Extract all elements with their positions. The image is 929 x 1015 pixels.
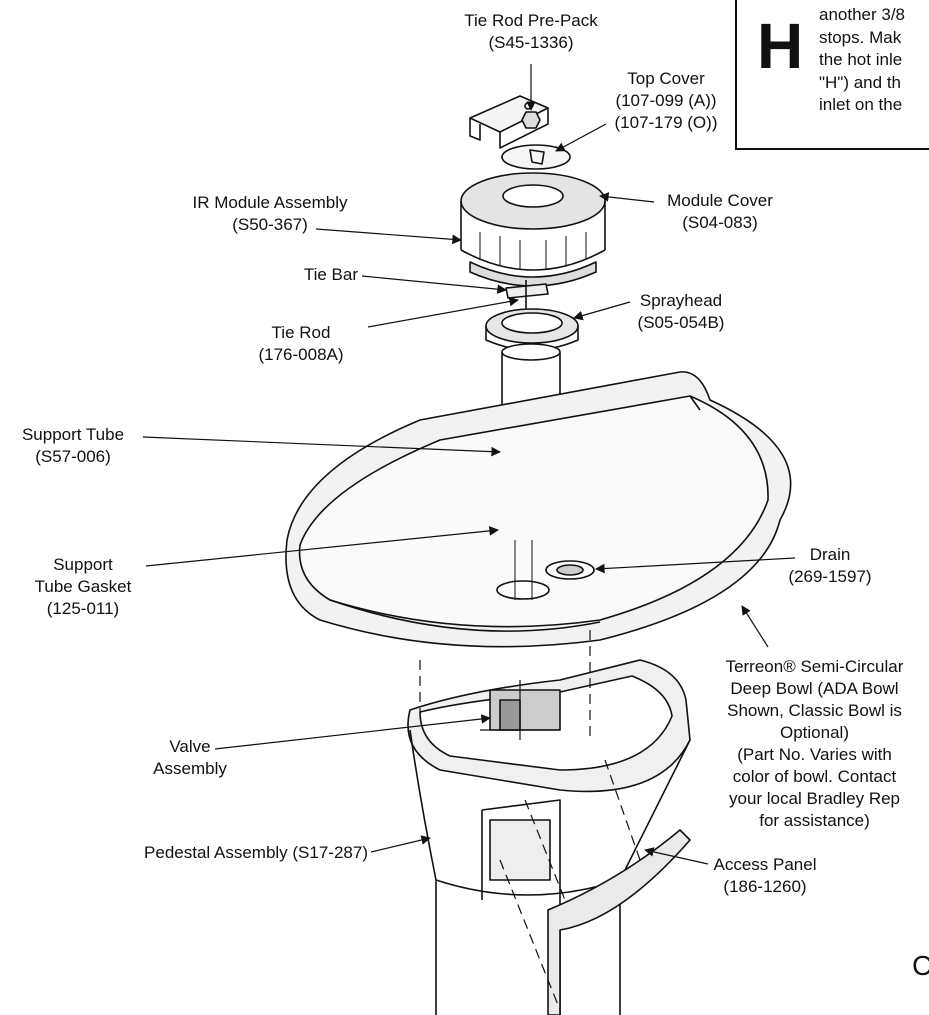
valve-assembly-part: [480, 680, 561, 740]
label-tie-rod-prepack: Tie Rod Pre-Pack(S45-1336): [464, 11, 598, 52]
note-line: "H") and th: [819, 72, 901, 92]
note-line: another 3/8: [819, 5, 906, 24]
label-support-tube: Support Tube(S57-006): [21, 425, 125, 466]
note-box: H another 3/8 stops. Mak the hot inle "H…: [735, 0, 929, 150]
label-sprayhead: Sprayhead(S05-054B): [637, 291, 725, 332]
tie-bar-part: [505, 280, 549, 330]
label-access-panel: Access Panel(186-1260): [713, 855, 817, 896]
label-top-cover: Top Cover(107-099 (A))(107-179 (O)): [614, 69, 718, 132]
note-line: the hot inle: [819, 50, 903, 69]
label-tie-rod: Tie Rod(176-008A): [258, 323, 344, 364]
semi-circular-bowl-part: [285, 371, 792, 648]
note-text: another 3/8 stops. Mak the hot inle "H")…: [819, 4, 905, 117]
label-ir-module-assembly: IR Module Assembly(S50-367): [192, 193, 348, 234]
tie-rod-prepack-part: [521, 111, 541, 129]
leader-lines: [142, 64, 796, 865]
ir-module-part: [460, 232, 606, 287]
cropped-edge-glyph: C: [912, 950, 929, 981]
pedestal-part: [409, 729, 691, 1015]
note-line: inlet on the: [819, 95, 903, 114]
label-tie-bar: Tie Bar: [303, 265, 358, 284]
sprayhead-part: [485, 308, 579, 351]
drain-part: [545, 560, 595, 580]
module-cover-part: [460, 172, 606, 250]
note-line: stops. Mak: [819, 27, 902, 47]
access-panel-part: [547, 829, 691, 1015]
note-letter: H: [757, 10, 804, 82]
label-drain: Drain(269-1597): [788, 545, 872, 586]
label-pedestal-assembly: Pedestal Assembly (S17-287): [144, 843, 368, 862]
label-module-cover: Module Cover(S04-083): [667, 191, 773, 232]
top-cover-part: [501, 144, 571, 170]
alignment-guides: [419, 630, 641, 1011]
